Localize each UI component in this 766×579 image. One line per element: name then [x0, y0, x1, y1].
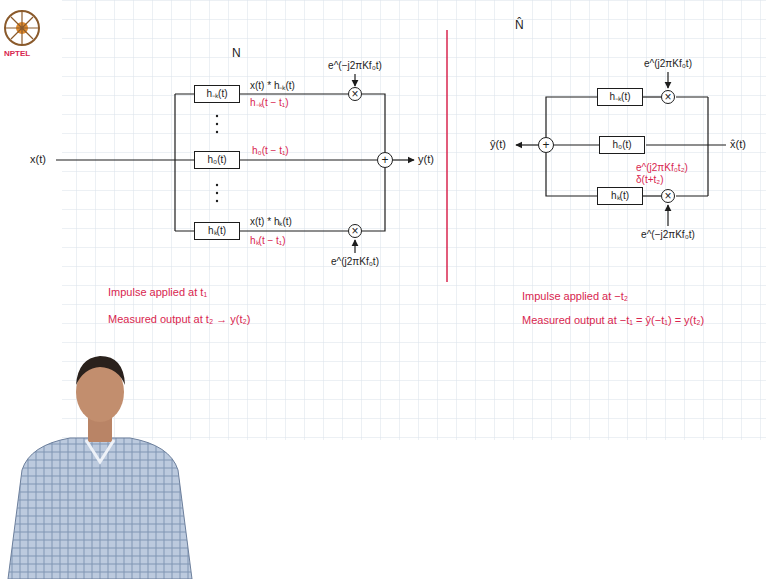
network-name: N	[232, 46, 241, 60]
modulation-arrow	[667, 205, 668, 226]
hair	[76, 356, 125, 385]
operator-symbol: ×	[351, 88, 358, 100]
dot	[216, 184, 218, 186]
signal-wire	[240, 159, 377, 160]
modulation-label: e^(j2πKf₀t)	[331, 256, 379, 268]
modulation-label: e^(−j2πKf₀t)	[641, 229, 695, 241]
filter-box: hₖ(t)	[194, 222, 240, 240]
logo-ring	[5, 11, 39, 45]
signal-wire	[240, 230, 348, 231]
divider-line	[446, 30, 448, 282]
impulse-response-note: hₖ(t − t₁)	[250, 235, 286, 247]
lecturer-figure	[8, 356, 192, 579]
input-split-wires	[56, 94, 194, 231]
operator-circle: ×	[661, 90, 675, 104]
filter-box: h₀(t)	[599, 136, 645, 154]
filter-box: h₋ₖ(t)	[194, 85, 240, 103]
network-name: N̂	[515, 18, 524, 32]
operator-symbol: ×	[664, 91, 671, 103]
operator-symbol: +	[542, 139, 549, 151]
modulation-arrow	[354, 240, 355, 253]
modulation-label: e^(j2πKf₀t)	[644, 58, 692, 70]
modulation-arrow	[354, 74, 355, 86]
filter-name: h₋ₖ(t)	[207, 88, 228, 100]
logo-spokes	[6, 12, 38, 44]
modulation-label: e^(−j2πKf₀t)	[328, 60, 382, 72]
impulse-response-note: h₀(t − t₁)	[252, 145, 289, 157]
signal-name: y(t)	[418, 153, 434, 166]
filter-name: hₖ(t)	[611, 190, 629, 202]
operator-symbol: +	[381, 154, 388, 166]
filter-name: h₀(t)	[612, 139, 631, 151]
nptel-logo	[5, 11, 39, 45]
impulse-response-note: h₋ₖ(t − t₁)	[250, 97, 289, 109]
signal-wire	[362, 168, 385, 231]
signal-name: x(t)	[30, 153, 46, 166]
operator-circle: ×	[348, 87, 362, 101]
output-arrow	[393, 159, 414, 160]
operator-symbol: ×	[351, 225, 358, 237]
dot	[216, 200, 218, 202]
signal-wire	[546, 153, 597, 196]
filter-box: hₖ(t)	[597, 187, 643, 205]
signal-wire	[643, 96, 661, 97]
signal-wire	[554, 144, 599, 145]
filter-name: h₀(t)	[207, 154, 226, 166]
note-text: Measured output at t₂ → y(t₂)	[108, 313, 250, 326]
signal-wire	[546, 97, 597, 137]
note-text: Impulse applied at t₁	[108, 286, 207, 299]
note-text: Measured output at −t₁ = ŷ(−t₁) = y(t₂)	[522, 314, 704, 327]
signal-expression: x(t) * hₖ(t)	[250, 216, 292, 228]
signal-wire	[362, 94, 385, 152]
signal-expression: x(t) * h₋ₖ(t)	[250, 80, 295, 92]
filter-name: h₋ₖ(t)	[610, 91, 631, 103]
shirt	[8, 438, 192, 579]
dot	[216, 123, 218, 125]
signal-name: x̂(t)	[730, 138, 746, 151]
note-text: Impulse applied at −t₂	[522, 290, 628, 303]
impulse-note: e^(j2πKf₀t₂) δ(t+t₂)	[636, 162, 704, 186]
filter-box: h₀(t)	[194, 151, 240, 169]
signal-name: ŷ(t)	[490, 138, 506, 151]
dot	[216, 115, 218, 117]
operator-circle: +	[538, 137, 554, 153]
filter-name: hₖ(t)	[208, 225, 226, 237]
operator-symbol: ×	[664, 190, 671, 202]
operator-circle: ×	[348, 224, 362, 238]
modulation-arrow	[667, 72, 668, 88]
operator-circle: ×	[661, 189, 675, 203]
operator-circle: +	[377, 152, 393, 168]
filter-box: h₋ₖ(t)	[597, 88, 643, 106]
output-arrow	[516, 144, 538, 145]
grid-background	[62, 0, 766, 440]
dot	[216, 131, 218, 133]
signal-wire	[240, 93, 348, 94]
collar	[86, 440, 114, 462]
logo-text: NPTEL	[4, 49, 30, 59]
signal-wire	[643, 195, 661, 196]
dot	[216, 192, 218, 194]
